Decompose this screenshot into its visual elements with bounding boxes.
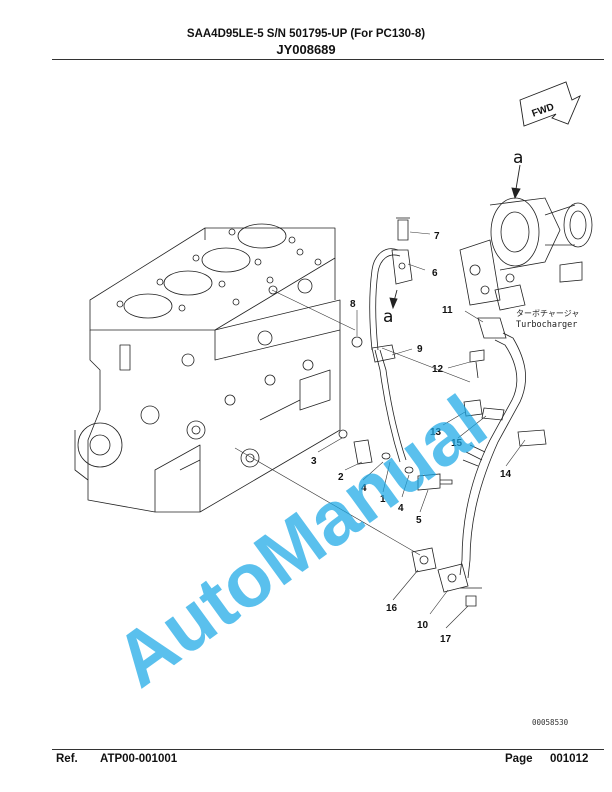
fwd-arrow-icon: FWD xyxy=(519,81,581,127)
callout-1: 1 xyxy=(380,494,386,505)
header-rule xyxy=(52,59,604,60)
turbocharger-drawing xyxy=(459,197,593,311)
turbo-label-en: Turbocharger xyxy=(516,320,577,330)
callout-12: 12 xyxy=(432,364,444,375)
group-code: JY008689 xyxy=(276,42,336,57)
callout-9: 9 xyxy=(417,344,423,355)
callout-7: 7 xyxy=(434,231,440,242)
turbo-label-jp: ターボチャージャ xyxy=(516,309,579,318)
view-marker-turbo: a xyxy=(513,148,523,168)
view-arrows xyxy=(389,164,521,310)
model-line: SAA4D95LE-5 S/N 501795-UP (For PC130-8) xyxy=(186,28,426,40)
ref-label: Ref. xyxy=(56,753,78,765)
leader-lines xyxy=(234,231,526,629)
callout-8: 8 xyxy=(350,299,356,310)
callout-13: 13 xyxy=(430,427,442,438)
callout-14: 14 xyxy=(500,469,512,480)
watermark: AutoManual xyxy=(100,379,502,703)
callout-5: 5 xyxy=(416,515,422,526)
fasteners xyxy=(338,349,547,607)
page-value: 001012 xyxy=(550,753,589,765)
callout-3: 3 xyxy=(311,456,317,467)
callout-4a: 4 xyxy=(361,483,367,494)
callout-17: 17 xyxy=(440,634,452,645)
image-code: 00058530 xyxy=(532,718,569,727)
oil-feed-pipe xyxy=(351,217,413,463)
page-label: Page xyxy=(505,753,533,765)
callouts: 1 2 3 4 4 5 6 7 8 9 10 11 12 13 14 15 16… xyxy=(311,231,512,645)
engine-block xyxy=(74,223,341,513)
callout-11: 11 xyxy=(442,305,453,316)
callout-16: 16 xyxy=(386,603,398,614)
callout-15: 15 xyxy=(451,438,463,449)
callout-6: 6 xyxy=(432,268,438,279)
oil-return-pipe xyxy=(437,317,526,593)
footer-rule xyxy=(52,749,604,750)
callout-4b: 4 xyxy=(398,503,404,514)
callout-10: 10 xyxy=(417,620,429,631)
ref-value: ATP00-001001 xyxy=(100,753,178,765)
callout-2: 2 xyxy=(338,472,344,483)
view-marker-pipe: a xyxy=(383,307,393,327)
